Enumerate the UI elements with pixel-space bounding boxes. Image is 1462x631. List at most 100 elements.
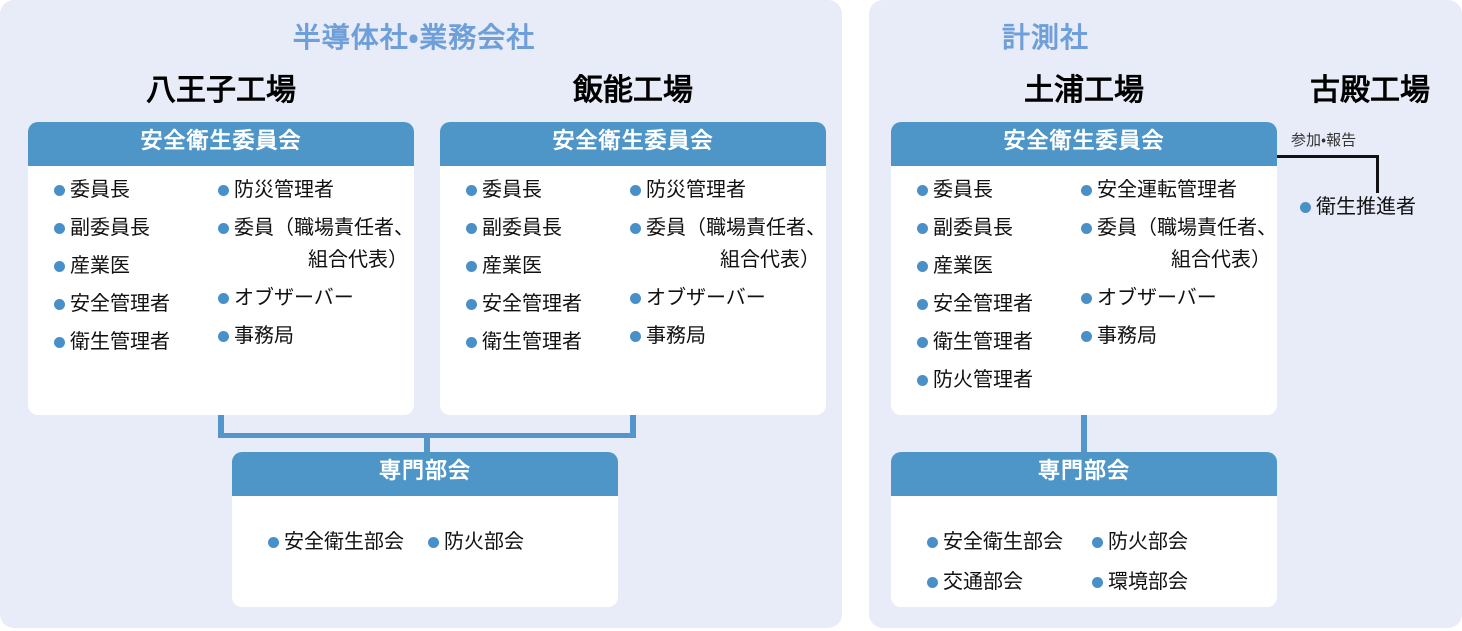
list-item: 安全運転管理者 <box>1081 180 1277 200</box>
bullet-icon <box>1081 185 1092 196</box>
member-column-left: 委員長 副委員長 産業医 安全管理者 衛生管理者 <box>440 180 624 370</box>
bullet-icon <box>218 293 229 304</box>
list-item: 事務局 <box>218 326 414 346</box>
bullet-icon <box>917 261 928 272</box>
bullet-icon <box>630 331 641 342</box>
committee-body-hachioji: 委員長 副委員長 産業医 安全管理者 衛生管理者 防災管理者 委員（職場責任者、… <box>28 166 414 370</box>
connector-horizontal-furudono <box>1277 155 1379 158</box>
bullet-icon <box>917 299 928 310</box>
bullet-icon <box>1081 293 1092 304</box>
committee-body-tsuchiura: 委員長 副委員長 産業医 安全管理者 衛生管理者 防火管理者 安全運転管理者 委… <box>891 166 1277 408</box>
list-item: 防火部会 <box>1092 532 1242 552</box>
member-column-right: 防災管理者 委員（職場責任者、組合代表） オブザーバー 事務局 <box>624 180 826 370</box>
bullet-icon <box>466 299 477 310</box>
member-column-left: 委員長 副委員長 産業医 安全管理者 衛生管理者 <box>28 180 212 370</box>
list-item: 防火部会 <box>428 532 578 552</box>
bullet-icon <box>1092 536 1103 548</box>
list-item: 安全衛生部会 <box>268 532 428 552</box>
connector-vertical-hachioji <box>218 415 224 437</box>
list-item: オブザーバー <box>218 288 414 308</box>
member-column-left: 委員長 副委員長 産業医 安全管理者 衛生管理者 防火管理者 <box>891 180 1075 408</box>
list-item: オブザーバー <box>1081 288 1277 308</box>
committee-header-tsuchiura: 安全衛生委員会 <box>891 122 1277 166</box>
plant-title-furudono: 古殿工場 <box>1310 74 1430 107</box>
list-item: 副委員長 <box>54 218 212 238</box>
list-item: 防火管理者 <box>917 370 1075 390</box>
list-item: 委員（職場責任者、組合代表） <box>1081 218 1277 270</box>
bullet-icon <box>466 261 477 272</box>
list-item: 副委員長 <box>466 218 624 238</box>
list-item: 産業医 <box>466 256 624 276</box>
member-column-right: 防災管理者 委員（職場責任者、組合代表） オブザーバー 事務局 <box>212 180 414 370</box>
list-item: 衛生管理者 <box>54 332 212 352</box>
list-item: 防災管理者 <box>630 180 826 200</box>
list-item: 衛生管理者 <box>917 332 1075 352</box>
bullet-icon <box>54 223 65 234</box>
subcommittee-body-left: 安全衛生部会 防火部会 <box>232 496 618 572</box>
committee-header-hanno: 安全衛生委員会 <box>440 122 826 166</box>
list-item: 委員長 <box>466 180 624 200</box>
plant-title-hachioji: 八王子工場 <box>146 74 296 107</box>
list-item: 産業医 <box>917 256 1075 276</box>
subcommittee-card-right: 専門部会 安全衛生部会 防火部会 交通部会 環境部会 <box>891 452 1277 607</box>
bullet-icon <box>218 223 229 234</box>
bullet-icon <box>917 185 928 196</box>
bullet-icon <box>268 536 279 548</box>
committee-card-hanno: 安全衛生委員会 委員長 副委員長 産業医 安全管理者 衛生管理者 防災管理者 委… <box>440 122 826 415</box>
bullet-icon <box>917 337 928 348</box>
committee-header-hachioji: 安全衛生委員会 <box>28 122 414 166</box>
panel-title-left: 半導体社・業務会社 <box>292 22 536 53</box>
bullet-icon <box>466 337 477 348</box>
bullet-icon <box>630 293 641 304</box>
bullet-icon <box>218 185 229 196</box>
connector-vertical-subcommittee-left <box>424 433 430 454</box>
plant-title-tsuchiura: 土浦工場 <box>1024 74 1144 107</box>
bullet-icon <box>466 223 477 234</box>
bullet-icon <box>1081 223 1092 234</box>
list-item: 事務局 <box>1081 326 1277 346</box>
list-item: 副委員長 <box>917 218 1075 238</box>
list-item: 交通部会 <box>927 572 1092 592</box>
list-item: 委員（職場責任者、組合代表） <box>630 218 826 270</box>
connector-vertical-subcommittee-right <box>1081 415 1087 454</box>
list-item: 安全衛生部会 <box>927 532 1092 552</box>
bullet-icon <box>1092 576 1103 588</box>
list-item: オブザーバー <box>630 288 826 308</box>
committee-body-hanno: 委員長 副委員長 産業医 安全管理者 衛生管理者 防災管理者 委員（職場責任者、… <box>440 166 826 370</box>
bullet-icon <box>927 536 938 548</box>
bullet-icon <box>630 223 641 234</box>
bullet-icon <box>54 337 65 348</box>
subcommittee-body-right: 安全衛生部会 防火部会 交通部会 環境部会 <box>891 496 1277 607</box>
connector-vertical-hanno <box>630 415 636 437</box>
list-item: 委員（職場責任者、組合代表） <box>218 218 414 270</box>
list-item: 委員長 <box>917 180 1075 200</box>
bullet-icon <box>917 375 928 386</box>
bullet-icon <box>428 536 439 548</box>
panel-title-right: 計測社 <box>1001 22 1089 53</box>
committee-card-tsuchiura: 安全衛生委員会 委員長 副委員長 産業医 安全管理者 衛生管理者 防火管理者 安… <box>891 122 1277 415</box>
connector-label-participation-report: 参加・報告 <box>1291 132 1357 149</box>
list-item: 安全管理者 <box>466 294 624 314</box>
subcommittee-card-left: 専門部会 安全衛生部会 防火部会 <box>232 452 618 607</box>
list-item: 委員長 <box>54 180 212 200</box>
list-item: 産業医 <box>54 256 212 276</box>
subcommittee-header-left: 専門部会 <box>232 452 618 496</box>
bullet-icon <box>917 223 928 234</box>
list-item-hygiene-promoter: 衛生推進者 <box>1300 197 1416 217</box>
list-item: 衛生管理者 <box>466 332 624 352</box>
bullet-icon <box>1300 201 1311 213</box>
member-column-right: 安全運転管理者 委員（職場責任者、組合代表） オブザーバー 事務局 <box>1075 180 1277 408</box>
bullet-icon <box>54 185 65 196</box>
list-item: 安全管理者 <box>54 294 212 314</box>
bullet-icon <box>54 299 65 310</box>
bullet-icon <box>927 576 938 588</box>
list-item: 環境部会 <box>1092 572 1242 592</box>
bullet-icon <box>54 261 65 272</box>
list-item: 事務局 <box>630 326 826 346</box>
list-item: 防災管理者 <box>218 180 414 200</box>
list-item: 安全管理者 <box>917 294 1075 314</box>
connector-vertical-furudono <box>1376 155 1379 193</box>
bullet-icon <box>630 185 641 196</box>
bullet-icon <box>1081 331 1092 342</box>
